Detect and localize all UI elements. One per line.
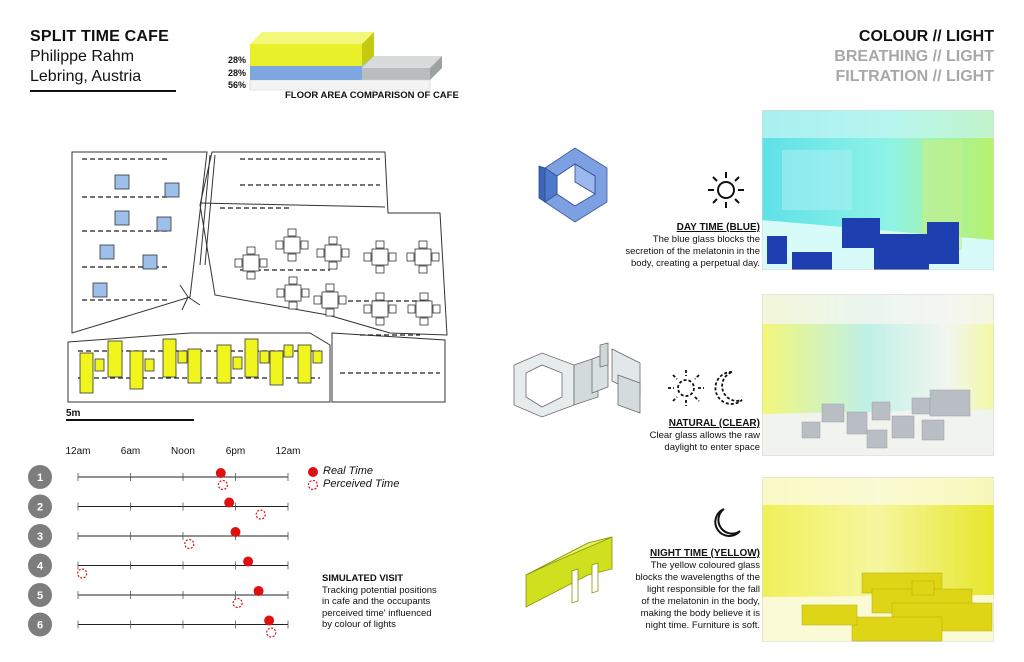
visit-badge xyxy=(28,524,52,548)
simulated-visit-block: SIMULATED VISIT Tracking potential posit… xyxy=(322,573,437,631)
timeline-chart: 1 2 3 4 5 6 xyxy=(28,465,289,638)
visit-row: 3 xyxy=(28,524,289,550)
moon-icon xyxy=(714,508,741,537)
blue-glass-volume xyxy=(538,147,608,223)
natural-title: NATURAL (CLEAR) xyxy=(668,418,760,429)
sun-icon xyxy=(708,172,744,208)
timeline-tick-label: Noon xyxy=(171,446,195,457)
real-time-marker xyxy=(253,586,264,596)
perceived-time-marker xyxy=(255,509,266,520)
day-render xyxy=(762,110,994,270)
night-title: NIGHT TIME (YELLOW) xyxy=(650,548,760,559)
visit-number: 6 xyxy=(37,620,43,632)
plan-room-clear xyxy=(199,151,448,336)
visit-badge xyxy=(28,553,52,578)
night-caption: NIGHT TIME (YELLOW) The yellow coloured … xyxy=(584,548,760,632)
heading-filtration-light: FILTRATION // LIGHT xyxy=(835,68,995,85)
night-render xyxy=(762,477,994,642)
natural-line: Clear glass allows the raw xyxy=(649,430,760,441)
plan-room-blue xyxy=(71,151,208,334)
night-line: of the melatonin in the body, xyxy=(641,596,760,607)
floor-plan xyxy=(66,151,448,421)
perceived-time-marker xyxy=(184,538,195,550)
scale-label: 5m xyxy=(66,408,81,419)
grey-bar-side xyxy=(430,56,442,80)
visit-row: 2 xyxy=(28,494,289,520)
timeline-tick-label: 6am xyxy=(120,446,141,457)
legend-real-label: Real Time xyxy=(323,465,374,477)
simulated-visit-title: SIMULATED VISIT xyxy=(322,573,404,584)
perceived-time-marker xyxy=(217,479,228,491)
natural-render xyxy=(762,294,994,456)
legend-perceived-marker xyxy=(307,479,319,491)
floor-area-chart xyxy=(249,32,442,91)
yellow-bar-front xyxy=(250,44,362,66)
pct-yellow: 28% xyxy=(227,55,246,65)
white-bar xyxy=(249,79,431,91)
simulated-visit-line: in cafe and the occupants xyxy=(322,596,431,607)
timeline-legend-markers xyxy=(307,467,319,491)
yellow-bar-side xyxy=(362,32,374,66)
blue-bar-front xyxy=(250,66,362,80)
sun-moon-icon xyxy=(668,370,743,406)
visit-number: 4 xyxy=(37,561,44,573)
visit-row: 1 xyxy=(28,465,289,491)
timeline-tick-label: 12am xyxy=(275,446,301,457)
simulated-visit-line: Tracking potential positions xyxy=(322,584,437,596)
visit-number: 5 xyxy=(37,590,43,602)
day-title: DAY TIME (BLUE) xyxy=(676,222,760,233)
heading-colour-light: COLOUR // LIGHT xyxy=(858,28,994,45)
visit-number: 2 xyxy=(37,502,43,514)
natural-line: daylight to enter space xyxy=(664,442,760,453)
night-line: The yellow coloured glass xyxy=(650,560,760,571)
plan-room-yellow xyxy=(67,332,331,403)
day-line: The blue glass blocks the xyxy=(652,234,760,245)
night-line: making the body believe it is xyxy=(640,608,760,619)
visit-row: 5 xyxy=(28,583,289,609)
simulated-visit-line: perceived time' influenced xyxy=(322,607,432,619)
real-time-marker xyxy=(230,527,241,537)
plan-room-right xyxy=(331,332,446,403)
visit-badge xyxy=(28,494,52,519)
visit-badge xyxy=(28,612,52,637)
legend-real-marker xyxy=(308,467,318,477)
clear-glass-volume xyxy=(513,342,641,418)
title-divider xyxy=(30,90,176,92)
visit-number: 3 xyxy=(37,531,43,543)
location: Lebring, Austria xyxy=(30,68,142,85)
day-caption: DAY TIME (BLUE) The blue glass blocks th… xyxy=(584,222,760,270)
visit-number: 1 xyxy=(37,472,43,484)
night-line: blocks the wavelengths of the xyxy=(635,572,760,583)
architect-name: Philippe Rahm xyxy=(30,48,135,65)
real-time-marker xyxy=(215,468,226,478)
day-line: body, creating a perpetual day. xyxy=(630,258,760,269)
pct-blue: 28% xyxy=(227,67,246,78)
page-title: SPLIT TIME CAFE xyxy=(30,28,169,45)
night-line: light responsible for the fall xyxy=(646,584,760,595)
yellow-bar-top xyxy=(250,32,374,44)
real-time-marker xyxy=(264,615,275,626)
night-line: night time. Furniture is soft. xyxy=(645,620,760,631)
timeline-tick-label: 6pm xyxy=(225,446,246,457)
visit-badge xyxy=(28,465,52,489)
visit-row: 4 xyxy=(28,553,289,579)
day-line: secretion of the melatonin in the xyxy=(625,246,760,257)
perceived-time-marker xyxy=(266,627,277,638)
legend-perceived-label: Perceived Time xyxy=(323,478,400,490)
real-time-marker xyxy=(243,556,254,567)
heading-breathing-light: BREATHING // LIGHT xyxy=(834,48,994,65)
timeline-tick-label: 12am xyxy=(65,446,91,457)
simulated-visit-line: by colour of lights xyxy=(322,619,396,630)
perceived-time-marker xyxy=(77,568,88,579)
real-time-marker xyxy=(224,497,235,508)
natural-caption: NATURAL (CLEAR) Clear glass allows the r… xyxy=(584,418,760,454)
pct-grey: 56% xyxy=(227,80,246,90)
perceived-time-marker xyxy=(232,597,243,609)
yellow-glass-volume xyxy=(525,536,613,608)
visit-row: 6 xyxy=(28,612,289,638)
floor-area-title: FLOOR AREA COMPARISON OF CAFE xyxy=(285,90,459,101)
visit-badge xyxy=(28,583,52,607)
